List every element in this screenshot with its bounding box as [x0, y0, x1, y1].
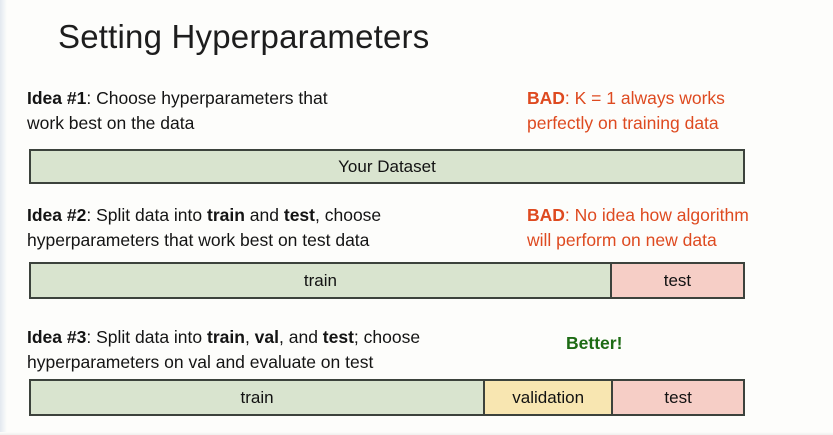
- idea-1-line-2: work best on the data: [27, 113, 195, 133]
- train-val-test-bar: train validation test: [29, 379, 745, 416]
- left-edge-artifact: [0, 0, 7, 435]
- bottom-edge-artifact: [0, 432, 833, 435]
- idea-2-bold-train: train: [207, 205, 245, 225]
- idea-2-bold-test: test: [283, 205, 315, 225]
- idea-3-run-4: ; choose: [353, 327, 421, 347]
- page-title: Setting Hyperparameters: [58, 18, 430, 55]
- verdict-2-line-2: will perform on new data: [527, 230, 717, 250]
- idea-3-bold-val: val: [254, 327, 279, 347]
- verdict-1-line-2: perfectly on training data: [527, 113, 719, 133]
- idea-2-line-1: Idea #2: Split data into train and test,…: [27, 203, 497, 228]
- idea-2-line-2: hyperparameters that work best on test d…: [27, 230, 370, 250]
- idea-1-line-1: Idea #1: Choose hyperparameters that: [27, 86, 497, 111]
- verdict-2-rest: : No idea how algorithm: [564, 205, 749, 225]
- bar-segment-your-dataset: Your Dataset: [31, 151, 743, 182]
- idea-1-label: Idea #1: [27, 88, 87, 108]
- idea-3-run-1: : Split data into: [86, 327, 207, 347]
- bar-segment-validation: validation: [483, 381, 612, 414]
- idea-3-bold-train: train: [207, 327, 245, 347]
- verdict-2: BAD: No idea how algorithm will perform …: [527, 203, 797, 253]
- dataset-bar: Your Dataset: [29, 149, 745, 184]
- verdict-3: Better!: [566, 333, 623, 353]
- idea-3-label: Idea #3: [27, 327, 87, 347]
- idea-2-run-2: and: [244, 205, 284, 225]
- idea-1-rest: : Choose hyperparameters that: [86, 88, 328, 108]
- idea-1-text: Idea #1: Choose hyperparameters that wor…: [27, 86, 497, 136]
- idea-3-text: Idea #3: Split data into train, val, and…: [27, 325, 517, 375]
- idea-3-line-2: hyperparameters on val and evaluate on t…: [27, 352, 374, 372]
- idea-2-label: Idea #2: [27, 205, 87, 225]
- bar-segment-train: train: [31, 264, 610, 297]
- idea-2-text: Idea #2: Split data into train and test,…: [27, 203, 497, 253]
- verdict-1-label: BAD: [527, 88, 565, 108]
- verdict-1: BAD: K = 1 always works perfectly on tra…: [527, 86, 797, 136]
- bar-segment-test: test: [609, 264, 743, 297]
- verdict-1-rest: : K = 1 always works: [564, 88, 725, 108]
- idea-3-bold-test: test: [322, 327, 354, 347]
- verdict-1-line-1: BAD: K = 1 always works: [527, 86, 797, 111]
- idea-2-run-1: : Split data into: [86, 205, 207, 225]
- bar-segment-train: train: [31, 381, 484, 414]
- verdict-2-line-1: BAD: No idea how algorithm: [527, 203, 797, 228]
- idea-3-run-3: , and: [279, 327, 323, 347]
- bar-segment-test: test: [611, 381, 743, 414]
- verdict-2-label: BAD: [527, 205, 565, 225]
- train-test-bar: train test: [29, 262, 745, 299]
- idea-3-line-1: Idea #3: Split data into train, val, and…: [27, 325, 517, 350]
- idea-3-run-2: ,: [244, 327, 255, 347]
- idea-2-run-3: , choose: [315, 205, 382, 225]
